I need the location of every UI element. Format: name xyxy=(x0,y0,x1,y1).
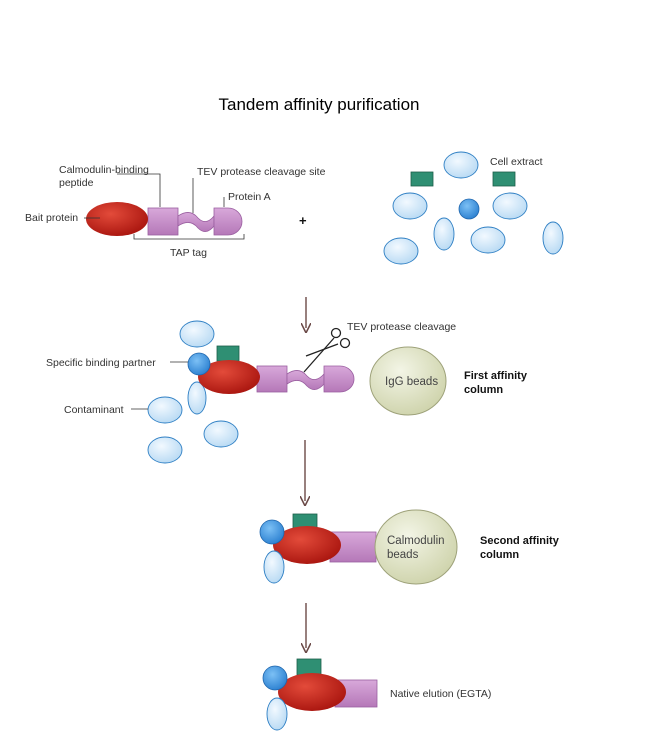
bait-protein-label: Bait protein xyxy=(25,212,78,224)
contaminant xyxy=(187,381,207,415)
contaminant xyxy=(542,221,564,255)
bait-protein xyxy=(278,673,346,711)
binding-partner-light xyxy=(263,550,285,584)
green-protein xyxy=(216,345,240,362)
cell-extract-label: Cell extract xyxy=(490,156,543,168)
contaminant xyxy=(443,151,479,179)
green-protein xyxy=(296,658,322,676)
native-elution-step: Native elution (EGTA) xyxy=(262,658,491,731)
calmodulin-bead xyxy=(374,509,458,585)
calmodulin-label-line2: peptide xyxy=(59,177,94,189)
tev-linker xyxy=(286,370,325,390)
second-affinity-step: Calmodulin beads Second affinity column xyxy=(259,509,560,585)
contaminant xyxy=(147,396,183,424)
protein-a-label: Protein A xyxy=(228,191,271,203)
green-protein xyxy=(492,171,516,187)
contaminant xyxy=(147,436,183,464)
second-column-label-line1: Second affinity xyxy=(480,535,560,547)
binding-partner-label: Specific binding partner xyxy=(46,357,156,369)
calmodulin-label-line1: Calmodulin-binding xyxy=(59,164,149,176)
protein-a xyxy=(213,207,243,236)
contaminant xyxy=(392,192,428,220)
igg-bead xyxy=(369,346,447,416)
tap-construct: Calmodulin-binding peptide TEV protease … xyxy=(25,164,326,259)
binding-partner-light xyxy=(266,697,288,731)
second-column-label-line2: column xyxy=(480,549,519,561)
first-column-label-line1: First affinity xyxy=(464,370,528,382)
green-protein xyxy=(410,171,434,187)
first-column-label-line2: column xyxy=(464,384,503,396)
contaminant-label: Contaminant xyxy=(64,404,124,416)
contaminant xyxy=(179,320,215,348)
tap-tag-label: TAP tag xyxy=(170,247,207,259)
contaminant xyxy=(203,420,239,448)
contaminant xyxy=(470,226,506,254)
contaminant xyxy=(492,192,528,220)
tev-cleavage-label: TEV protease cleavage xyxy=(347,321,456,333)
first-affinity-step: TEV protease cleavage Specific binding p… xyxy=(46,320,528,464)
cell-extract: Cell extract xyxy=(383,151,564,265)
diagram-title: Tandem affinity purification xyxy=(219,95,420,114)
plus-sign: + xyxy=(299,213,307,228)
binding-partner xyxy=(458,198,480,220)
contaminant xyxy=(383,237,419,265)
bait-protein xyxy=(198,360,260,394)
native-elution-label: Native elution (EGTA) xyxy=(390,688,491,700)
calmodulin-binding-peptide xyxy=(256,365,288,393)
calmodulin-bead-label-line2: beads xyxy=(387,549,419,561)
calmodulin-binding-peptide xyxy=(147,207,179,236)
igg-bead-label: IgG beads xyxy=(385,376,438,388)
binding-partner xyxy=(262,665,288,691)
calmodulin-bead-label-line1: Calmodulin xyxy=(387,535,445,547)
protein-a xyxy=(323,365,355,393)
bait-protein xyxy=(273,526,341,564)
binding-partner xyxy=(187,352,211,376)
tev-linker xyxy=(177,212,215,232)
tev-site-label: TEV protease cleavage site xyxy=(197,166,326,178)
binding-partner xyxy=(259,519,285,545)
scissors-icon xyxy=(303,327,351,373)
bait-protein xyxy=(86,202,148,236)
contaminant xyxy=(433,217,455,251)
